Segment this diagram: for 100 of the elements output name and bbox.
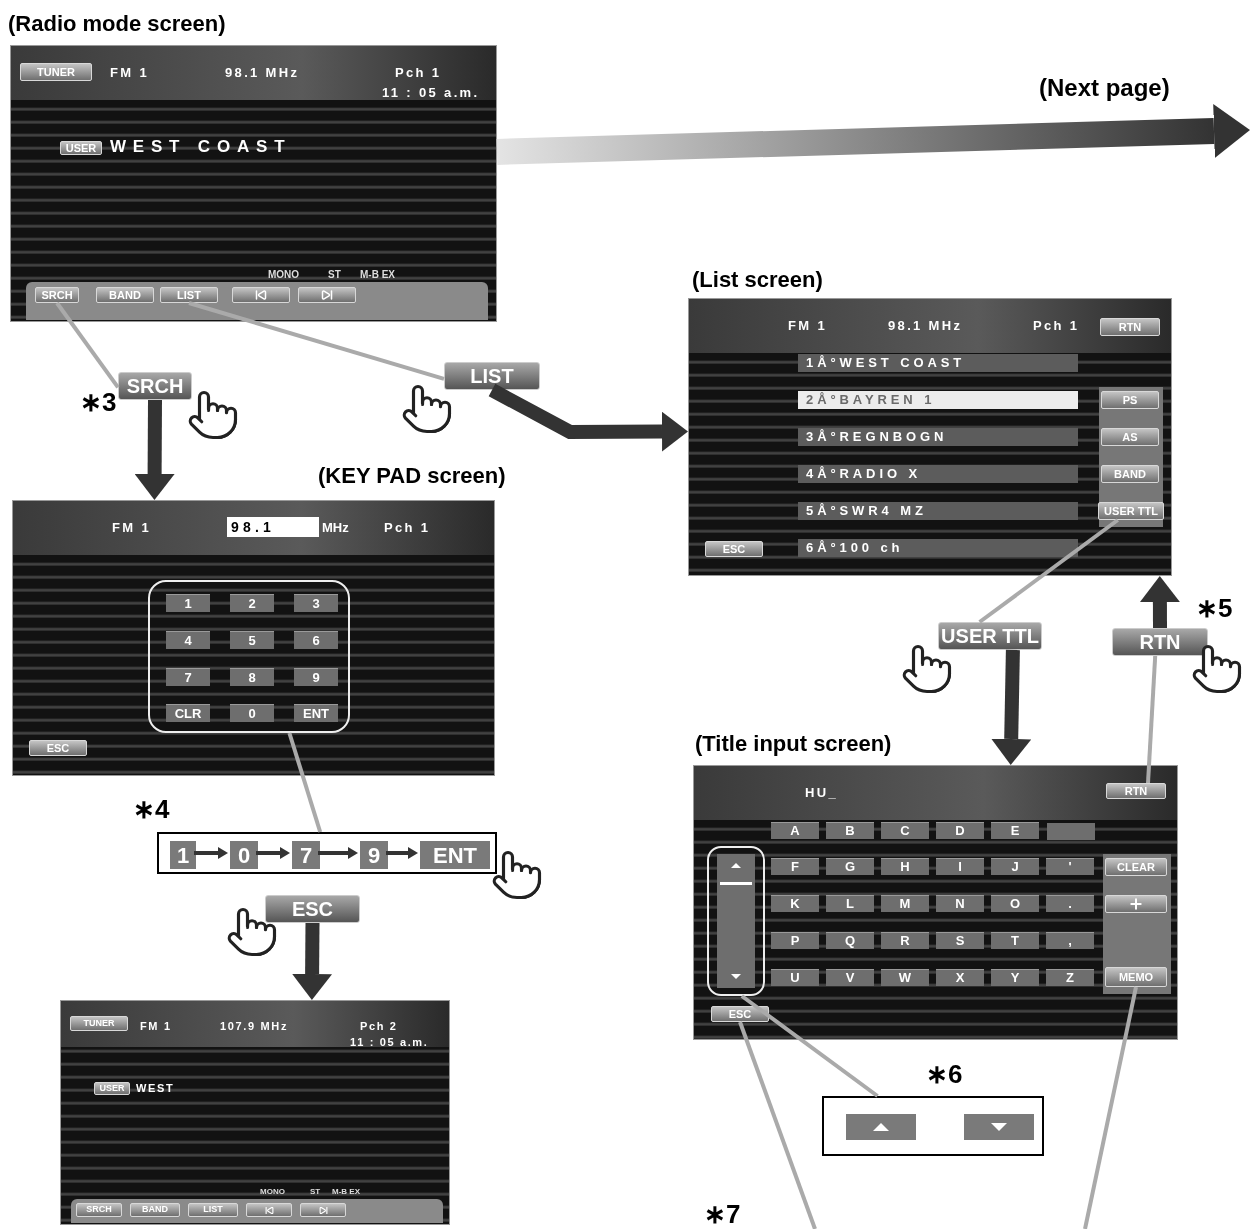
callout-number: ∗5 [1196, 592, 1233, 624]
arrow-keys-box [822, 1096, 1044, 1156]
key-button: 2 [230, 594, 274, 612]
screen-title: (Title input screen) [695, 730, 892, 758]
callout-number: ∗6 [926, 1058, 963, 1090]
list-row: 1Å°WEST COAST [798, 354, 1078, 372]
key-button: ' [1046, 858, 1094, 875]
screen-button: USER TTL [1098, 502, 1164, 520]
screen-text: Pch 2 [360, 1019, 398, 1034]
arrow [134, 399, 175, 500]
key-button: X [936, 969, 984, 986]
key-button: 0 [230, 704, 274, 722]
skip-forward-button [298, 287, 356, 303]
leader-line [287, 732, 323, 833]
key-button: 7 [292, 841, 320, 869]
key-button: U [771, 969, 819, 986]
list-row: 2Å°BAYREN 1 [798, 391, 1078, 409]
leader-line [1083, 986, 1138, 1229]
status-text: MONO [268, 269, 300, 281]
space-button [1105, 895, 1167, 913]
screen-button: BAND [1101, 465, 1159, 483]
screen-button: ESC [29, 740, 87, 756]
key-button: I [936, 858, 984, 875]
screen-button: RTN [1106, 783, 1166, 799]
screen-button: BAND [130, 1203, 180, 1217]
screen-title: (List screen) [692, 266, 823, 294]
screen-button: AS [1101, 428, 1159, 446]
leader-line [738, 1021, 817, 1229]
key-button: F [771, 858, 819, 875]
screen-button: RTN [1100, 318, 1160, 336]
screen-button: LIST [160, 287, 218, 303]
screen-button: PS [1101, 391, 1159, 409]
screen-text: Pch 1 [1033, 318, 1080, 334]
key-button: 1 [166, 594, 210, 612]
key-button: C [881, 822, 929, 839]
sequence-box [157, 832, 497, 874]
key-button: N [936, 895, 984, 912]
screen-button: MEMO [1105, 967, 1167, 987]
screen-button: TUNER [70, 1016, 128, 1031]
key-button: 9 [360, 841, 388, 869]
leader-line [978, 518, 1119, 624]
screen-button: USER [94, 1082, 130, 1095]
callout-button: LIST [444, 362, 540, 390]
screen-text: 98.1 MHz [225, 65, 300, 81]
arrow [318, 847, 358, 859]
key-button: 3 [294, 594, 338, 612]
screen-button: USER [60, 141, 102, 155]
key-button: Y [991, 969, 1039, 986]
status-text: M-B EX [360, 269, 395, 281]
keypad-outline [148, 580, 350, 733]
screen-text: 11 : 05 a.m. [382, 85, 480, 101]
skip-back-button [246, 1203, 292, 1217]
arrow [1139, 576, 1180, 629]
arrow [386, 847, 418, 859]
list-row: 5Å°SWR4 MZ [798, 502, 1078, 520]
list-row: 4Å°RADIO X [798, 465, 1078, 483]
key-button: O [991, 895, 1039, 912]
arrow [991, 649, 1032, 765]
key-button: CLR [166, 704, 210, 722]
screen-text: FM 1 [112, 520, 151, 536]
key-button: K [771, 895, 819, 912]
screen-button: SRCH [35, 287, 79, 303]
key-button: G [826, 858, 874, 875]
key-button: H [881, 858, 929, 875]
skip-forward-button [300, 1203, 346, 1217]
screen-text: HU_ [805, 785, 839, 801]
arrow [292, 922, 333, 1000]
screen-title: (Radio mode screen) [8, 10, 226, 38]
screen-button: CLEAR [1105, 858, 1167, 876]
screen-text: WEST [136, 1081, 175, 1096]
key-button: 8 [230, 668, 274, 686]
key-button: 6 [294, 631, 338, 649]
arrow [194, 847, 228, 859]
key-button: R [881, 932, 929, 949]
key-button: J [991, 858, 1039, 875]
callout-number: ∗4 [133, 793, 170, 825]
key-button: 5 [230, 631, 274, 649]
key-button: T [991, 932, 1039, 949]
scrollbar-outline [707, 846, 765, 996]
key-button: 7 [166, 668, 210, 686]
status-text: M-B EX [332, 1186, 360, 1198]
key-button: E [991, 822, 1039, 839]
screen-button: SRCH [76, 1203, 122, 1217]
skip-back-button [232, 287, 290, 303]
list-row: 6Å°100 ch [798, 539, 1078, 557]
leader-line [740, 994, 879, 1098]
key-button: 1 [170, 841, 196, 869]
key-button: 9 [294, 668, 338, 686]
leader-line [188, 301, 445, 381]
key-button: , [1046, 932, 1094, 949]
screen-button: BAND [96, 287, 154, 303]
screen-text: 107.9 MHz [220, 1019, 289, 1034]
arrow [496, 104, 1250, 165]
screen-button: ESC [711, 1006, 769, 1022]
screen-button: LIST [188, 1203, 238, 1217]
key-button: 4 [166, 631, 210, 649]
callout-button: USER TTL [938, 622, 1042, 650]
callout-button: ESC [265, 895, 360, 923]
callout-button: RTN [1112, 628, 1208, 656]
status-text: ST [328, 269, 341, 281]
